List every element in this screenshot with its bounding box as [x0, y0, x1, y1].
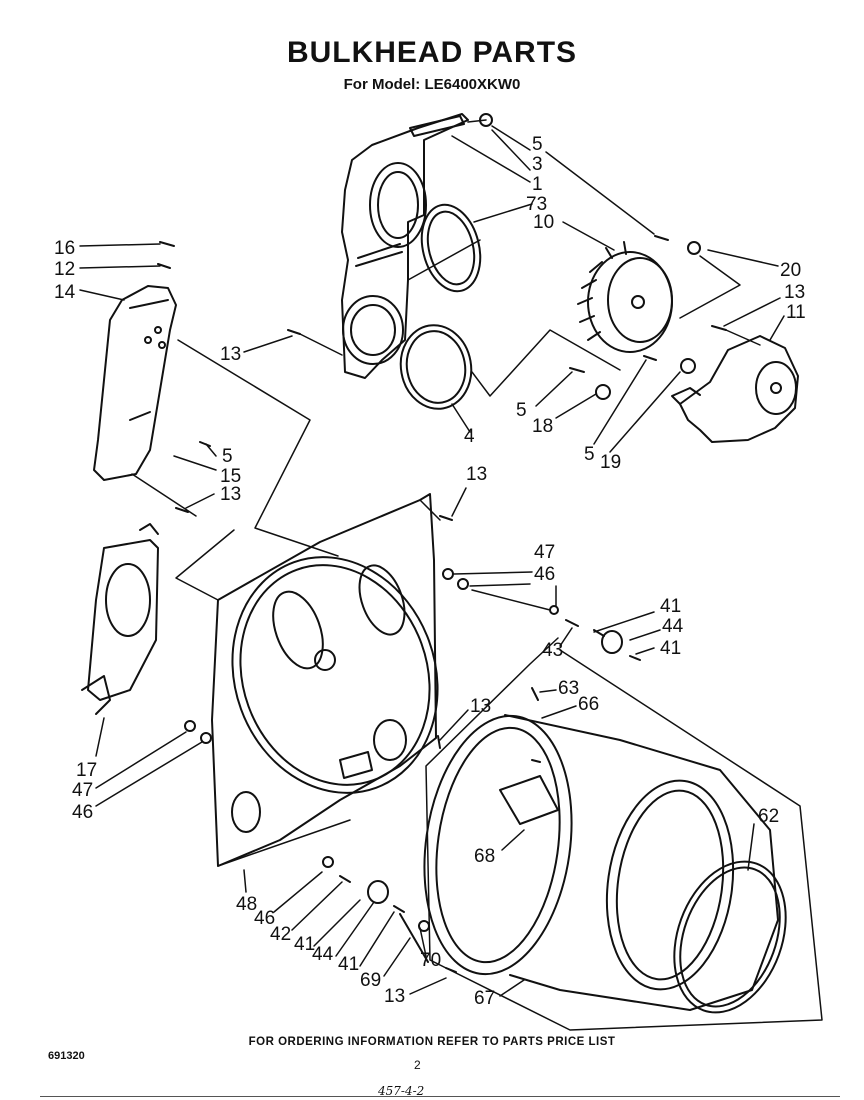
motor-bracket-part: [81, 523, 159, 715]
hardware-parts: [157, 113, 727, 973]
callout-5: 5: [222, 446, 233, 467]
callout-46: 46: [534, 564, 555, 585]
callout-69: 69: [360, 970, 381, 991]
handwritten-note: 457-4-2: [378, 1084, 425, 1098]
callout-16: 16: [54, 238, 75, 259]
callout-19: 19: [600, 452, 621, 473]
blower-housing-part: [671, 335, 799, 443]
callout-10: 10: [533, 212, 554, 233]
callout-15: 15: [220, 466, 241, 487]
callout-17: 17: [76, 760, 97, 781]
callout-41: 41: [660, 638, 681, 659]
callout-41: 41: [338, 954, 359, 975]
drum-part: [423, 714, 779, 1011]
callout-48: 48: [236, 894, 257, 915]
callout-47: 47: [534, 542, 555, 563]
callout-47: 47: [72, 780, 93, 801]
callout-41: 41: [660, 596, 681, 617]
assembly-lines: [131, 119, 823, 1031]
callout-70: 70: [420, 950, 441, 971]
callout-44: 44: [662, 616, 684, 637]
model-subtitle: For Model: LE6400XKW0: [343, 76, 521, 93]
callout-3: 3: [532, 154, 543, 175]
footer-rule: [40, 1096, 840, 1097]
callout-67: 67: [474, 988, 495, 1009]
callout-18: 18: [532, 416, 553, 437]
leader-arrows: [79, 125, 785, 997]
callout-4: 4: [464, 426, 475, 447]
rear-bulkhead-part: [341, 113, 469, 379]
callout-1: 1: [532, 174, 543, 195]
callout-11: 11: [786, 302, 806, 323]
callout-62: 62: [758, 806, 779, 827]
drum-seal-part: [673, 860, 787, 1014]
callout-44: 44: [312, 944, 334, 965]
callout-5: 5: [532, 134, 543, 155]
front-bulkhead-panel: [211, 493, 439, 867]
belt-guard-part: [93, 285, 177, 481]
callout-43: 43: [542, 640, 563, 661]
callout-46: 46: [254, 908, 275, 929]
page-number: 2: [414, 1058, 421, 1072]
callout-13: 13: [384, 986, 405, 1007]
callout-42: 42: [270, 924, 291, 945]
gasket-ring-part: [399, 324, 473, 410]
callout-41: 41: [294, 934, 315, 955]
callout-13: 13: [784, 282, 805, 303]
callout-20: 20: [780, 260, 801, 281]
callout-13: 13: [466, 464, 487, 485]
callout-14: 14: [54, 282, 76, 303]
callout-5: 5: [584, 444, 595, 465]
callout-66: 66: [578, 694, 599, 715]
callout-13: 13: [220, 344, 241, 365]
callout-63: 63: [558, 678, 579, 699]
callout-13: 13: [470, 696, 491, 717]
callout-73: 73: [526, 194, 547, 215]
page-title: BULKHEAD PARTS: [286, 36, 578, 69]
ordering-info-note: FOR ORDERING INFORMATION REFER TO PARTS …: [248, 1036, 616, 1048]
callout-68: 68: [474, 846, 495, 867]
callout-12: 12: [54, 259, 75, 280]
callout-5: 5: [516, 400, 527, 421]
document-code: 691320: [48, 1050, 85, 1062]
callout-46: 46: [72, 802, 93, 823]
blower-wheel-part: [577, 241, 673, 353]
callout-13: 13: [220, 484, 241, 505]
